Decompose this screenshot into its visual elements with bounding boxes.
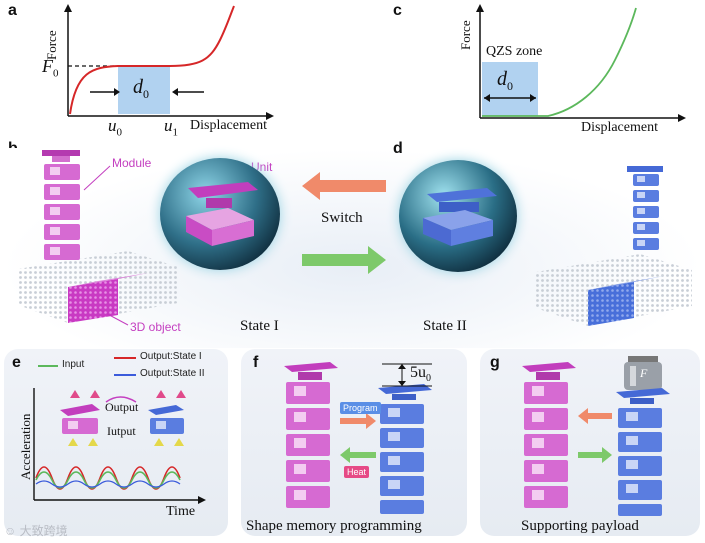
- state-2-label: State II: [423, 318, 467, 334]
- panel-f-displacement-sub: 0: [426, 373, 431, 385]
- panel-c-zone-label: QZS zone: [486, 44, 543, 59]
- panel-g-box: [480, 349, 700, 536]
- wave-input: [35, 471, 181, 489]
- unit-state-1-icon: [186, 182, 258, 246]
- panel-c-d0: d0: [497, 68, 513, 94]
- panel-label-f: f: [253, 354, 259, 371]
- unit-state-2-icon: [423, 188, 497, 246]
- panel-f-displacement-text: 5u: [410, 364, 426, 381]
- panel-b-3d-object: [18, 251, 178, 323]
- unit-sphere-state-1: [160, 158, 280, 270]
- module-label: Module: [112, 156, 152, 170]
- heat-tag: Heat: [344, 466, 370, 478]
- legend-output-state-1: Output:State I: [140, 351, 202, 362]
- legend-input: Input: [62, 359, 85, 370]
- panel-a-u1-sub: 1: [172, 126, 179, 139]
- panel-a-d0-box: [118, 66, 170, 114]
- panel-e-box: [4, 349, 228, 536]
- panel-label-d: d: [393, 140, 403, 157]
- panel-a-f0: F0: [42, 56, 59, 80]
- panel-a-f0-letter: F: [42, 56, 53, 76]
- panel-e-input-label: Iutput: [107, 424, 136, 438]
- panel-c-chart: [476, 4, 686, 122]
- panel-g-caption: Supporting payload: [521, 518, 639, 534]
- weight-label: F: [640, 366, 648, 380]
- panel-g-arrow-left: [578, 408, 612, 424]
- panel-g-arrow-right: [578, 447, 612, 463]
- panel-label-e: e: [12, 354, 21, 371]
- program-tag: Program: [340, 402, 381, 414]
- panel-d-module-tower: [627, 166, 663, 250]
- watermark-icon: ☺: [4, 524, 17, 538]
- panel-d-3d-object: [536, 254, 692, 326]
- panel-a-force-curve: [69, 5, 235, 115]
- panel-e-xlabel: Time: [166, 504, 196, 519]
- panel-a-xlabel: Displacement: [190, 118, 267, 133]
- panel-e-output-label: Output: [105, 400, 139, 414]
- switch-arrow-right: [302, 246, 386, 274]
- panel-a-u0-sub: 0: [116, 126, 123, 139]
- object-label: 3D object: [130, 320, 181, 334]
- wave-output-state-2: [35, 480, 181, 488]
- panel-f-displacement: 5u0: [410, 364, 431, 384]
- watermark: ☺ 大致跨境: [4, 522, 68, 539]
- panel-a-f0-sub: 0: [53, 67, 59, 80]
- panel-a-u1-letter: u: [164, 116, 173, 135]
- unit-sphere-state-2: [399, 160, 517, 272]
- program-arrow: [340, 413, 376, 429]
- panel-f-box: [241, 349, 467, 536]
- panel-a-d0-letter: d: [133, 76, 143, 98]
- panel-a-u0: u0: [108, 116, 122, 138]
- heat-arrow: [340, 447, 376, 463]
- panel-c-d0-sub: 0: [507, 79, 513, 93]
- panel-c-xlabel: Displacement: [581, 120, 658, 135]
- panel-c-force-curve: [482, 7, 637, 117]
- wave-output-state-1: [35, 466, 181, 490]
- panel-a-d0: d0: [133, 76, 149, 102]
- state-1-label: State I: [240, 318, 279, 334]
- switch-arrow-left: [302, 172, 386, 200]
- panel-a-u1: u1: [164, 116, 178, 138]
- panel-a-chart: [64, 4, 274, 120]
- legend-output-state-2: Output:State II: [140, 368, 205, 379]
- panel-label-a: a: [8, 2, 17, 19]
- panel-f-caption: Shape memory programming: [246, 518, 422, 534]
- panel-label-g: g: [490, 354, 500, 371]
- panel-b-module-tower: [42, 150, 80, 260]
- panel-c-qzs-box: [482, 62, 538, 116]
- panel-a-u0-letter: u: [108, 116, 117, 135]
- panel-label-c: c: [393, 2, 402, 19]
- panel-c-d0-letter: d: [497, 68, 507, 90]
- switch-label: Switch: [321, 210, 363, 226]
- panel-a-d0-sub: 0: [143, 87, 149, 101]
- watermark-text: 大致跨境: [19, 524, 68, 538]
